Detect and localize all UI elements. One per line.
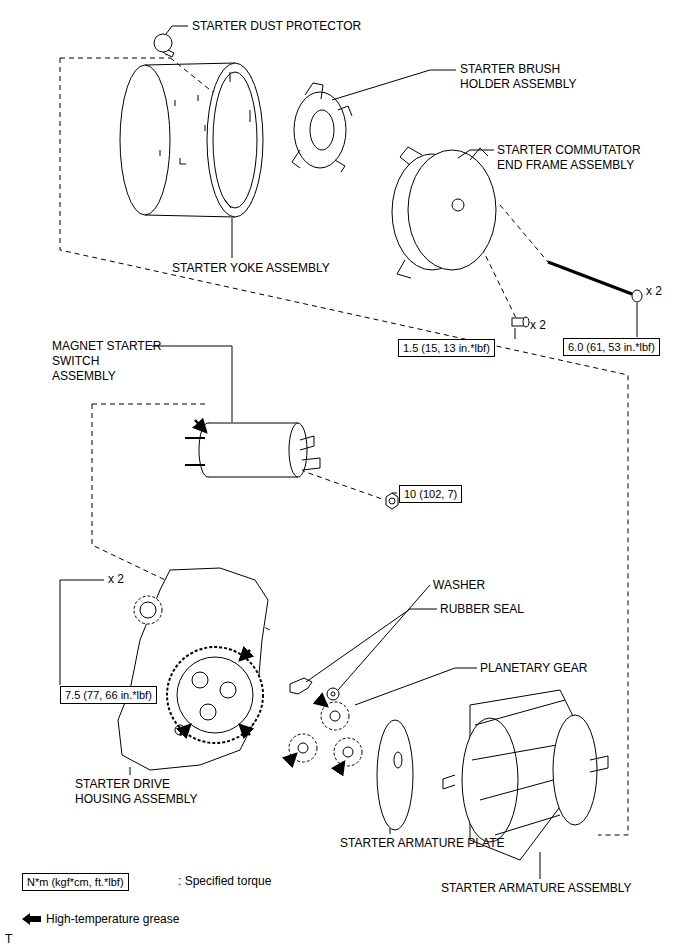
grease-arrow-sample bbox=[22, 913, 42, 925]
part-label: x 2 bbox=[108, 572, 124, 587]
torque-box: 10 (102, 7) bbox=[399, 485, 462, 503]
part-label: : Specified torque bbox=[178, 874, 271, 889]
part-label: STARTER COMMUTATOR END FRAME ASSEMBLY bbox=[497, 143, 647, 173]
part-label: PLANETARY GEAR bbox=[480, 661, 587, 676]
torque-value: N*m (kgf*cm, ft.*lbf) bbox=[27, 875, 124, 889]
part-label: WASHER bbox=[433, 578, 485, 593]
torque-box: 1.5 (15, 13 in.*lbf) bbox=[398, 339, 495, 357]
part-label: STARTER DRIVE HOUSING ASSEMBLY bbox=[75, 777, 200, 807]
part-label: x 2 bbox=[530, 318, 546, 333]
torque-value: 6.0 (61, 53 in.*lbf) bbox=[568, 340, 655, 354]
part-label: MAGNET STARTER SWITCH ASSEMBLY bbox=[52, 339, 162, 384]
torque-box: 6.0 (61, 53 in.*lbf) bbox=[563, 338, 660, 356]
torque-value: 1.5 (15, 13 in.*lbf) bbox=[403, 341, 490, 355]
part-label: T bbox=[5, 932, 12, 947]
part-label: x 2 bbox=[646, 284, 662, 299]
part-label: STARTER BRUSH HOLDER ASSEMBLY bbox=[460, 62, 578, 92]
part-label: STARTER YOKE ASSEMBLY bbox=[172, 261, 330, 276]
part-label: STARTER ARMATURE ASSEMBLY bbox=[441, 881, 632, 896]
part-label: STARTER DUST PROTECTOR bbox=[192, 19, 361, 34]
legend-text: High-temperature grease bbox=[46, 912, 179, 927]
torque-box: N*m (kgf*cm, ft.*lbf) bbox=[22, 873, 129, 891]
torque-box: 7.5 (77, 66 in.*lbf) bbox=[60, 686, 157, 704]
part-label: STARTER ARMATURE PLATE bbox=[340, 836, 504, 851]
torque-value: 10 (102, 7) bbox=[404, 487, 457, 501]
torque-value: 7.5 (77, 66 in.*lbf) bbox=[65, 688, 152, 702]
part-label: RUBBER SEAL bbox=[440, 602, 524, 617]
